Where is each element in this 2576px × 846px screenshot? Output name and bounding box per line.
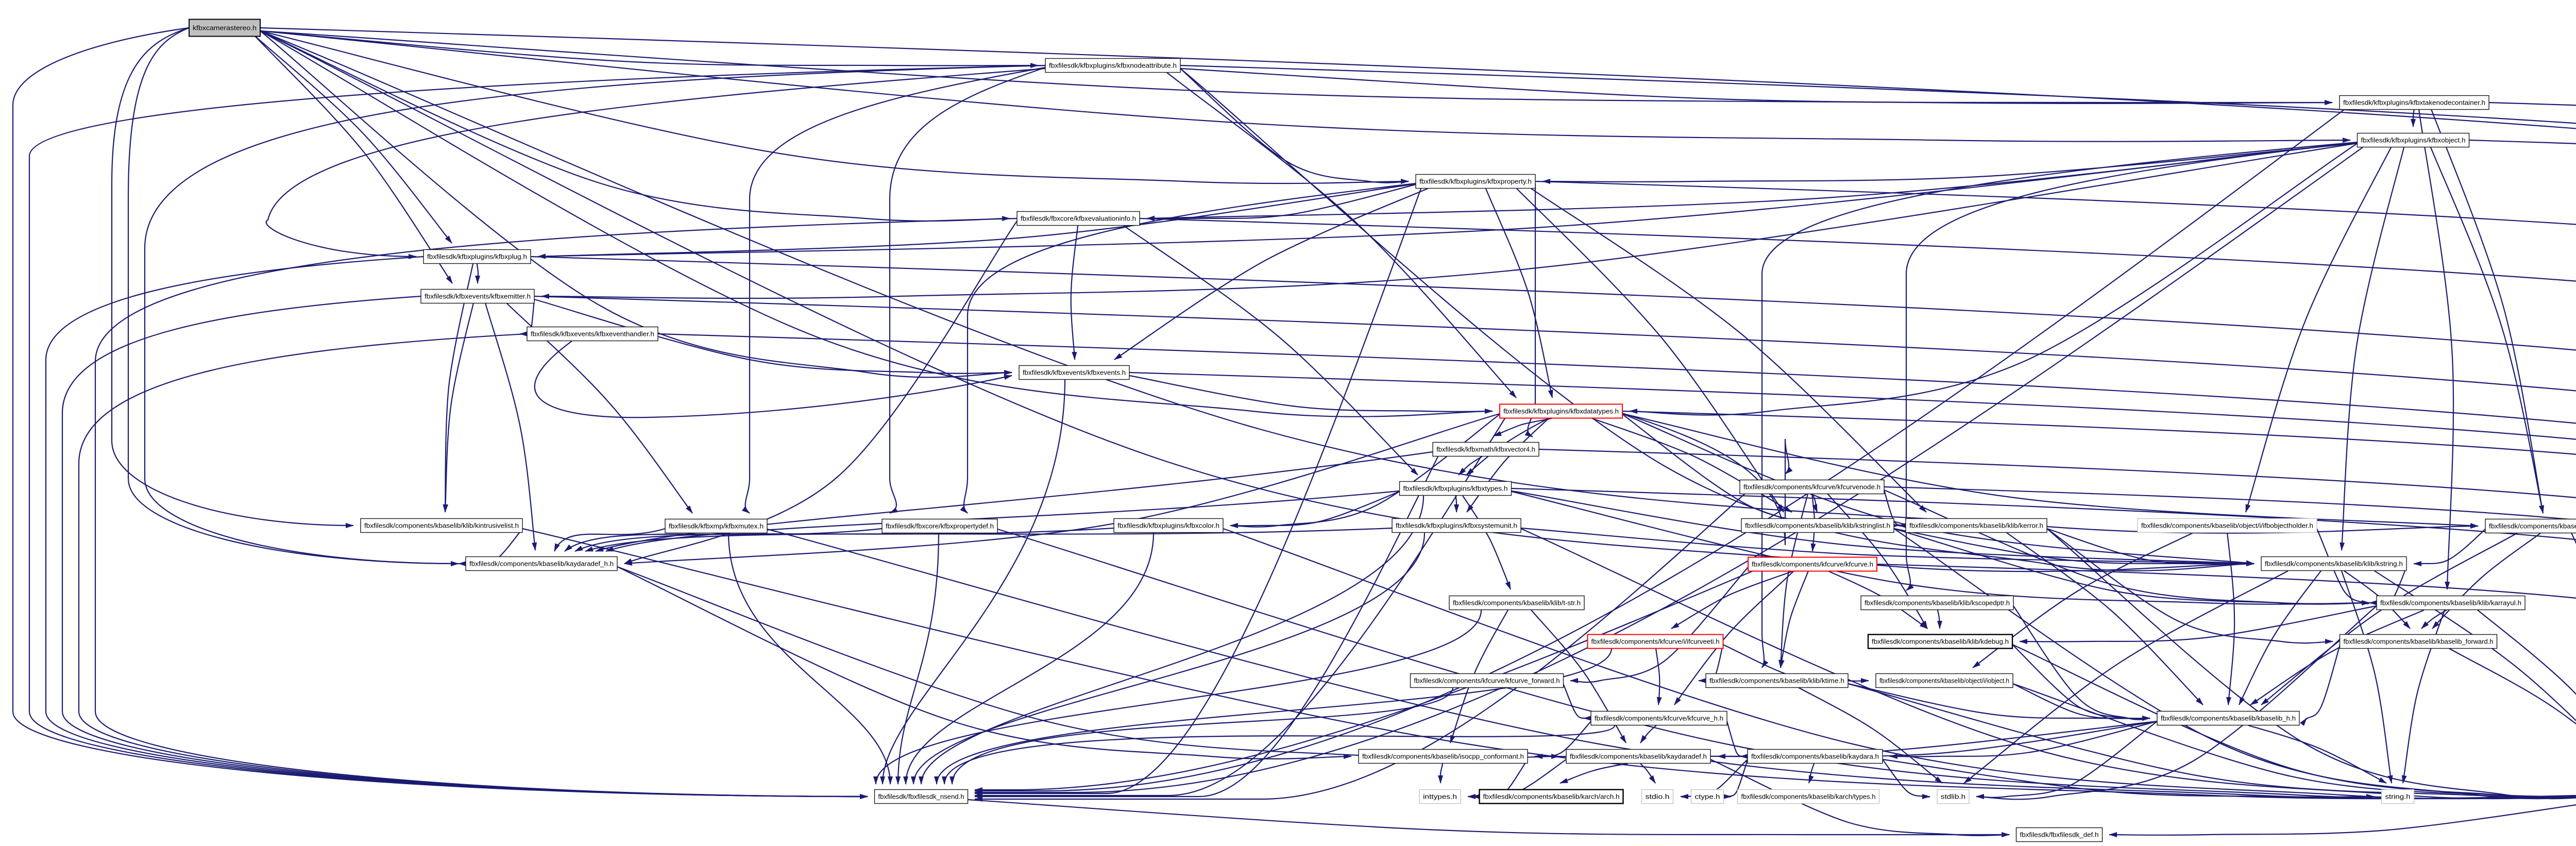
svg-text:fbxfilesdk/kfbxplugins/kfbxcol: fbxfilesdk/kfbxplugins/kfbxcolor.h (1117, 522, 1219, 530)
svg-text:stdlib.h: stdlib.h (1941, 793, 1965, 801)
svg-text:fbxfilesdk/kfbxplugins/kfbxdat: fbxfilesdk/kfbxplugins/kfbxdatatypes.h (1503, 408, 1619, 415)
svg-text:fbxfilesdk/components/kbaselib: fbxfilesdk/components/kbaselib/kaydara.h (1751, 753, 1879, 760)
svg-text:fbxfilesdk/kfbxplugins/kfbxpro: fbxfilesdk/kfbxplugins/kfbxproperty.h (1419, 178, 1532, 185)
svg-text:fbxfilesdk/kfbxplugins/kfbxobj: fbxfilesdk/kfbxplugins/kfbxobject.h (2361, 137, 2466, 144)
svg-text:fbxfilesdk/kfbxplugins/kfbxtyp: fbxfilesdk/kfbxplugins/kfbxtypes.h (1403, 485, 1508, 493)
svg-text:fbxfilesdk/kfbxevents/kfbxeven: fbxfilesdk/kfbxevents/kfbxevents.h (1023, 369, 1126, 377)
svg-text:fbxfilesdk/components/kbaselib: fbxfilesdk/components/kbaselib/klib/kstr… (1745, 522, 1890, 530)
svg-text:fbxfilesdk/components/kbaselib: fbxfilesdk/components/kbaselib/object/i/… (1879, 678, 2009, 685)
svg-text:fbxfilesdk/components/kbaselib: fbxfilesdk/components/kbaselib/kbaselib_… (2161, 715, 2296, 722)
svg-text:fbxfilesdk/components/kfcurve/: fbxfilesdk/components/kfcurve/kfcurve_h.… (1595, 715, 1723, 722)
svg-text:fbxfilesdk/fbxfilesdk_def.h: fbxfilesdk/fbxfilesdk_def.h (2020, 832, 2099, 839)
svg-text:fbxfilesdk/components/kbaselib: fbxfilesdk/components/kbaselib/klib/t-st… (1453, 600, 1581, 607)
svg-text:stdio.h: stdio.h (1646, 793, 1670, 801)
svg-text:fbxfilesdk/components/kbaselib: fbxfilesdk/components/kbaselib/klib/kint… (364, 522, 519, 530)
svg-text:fbxfilesdk/components/kbaselib: fbxfilesdk/components/kbaselib/kbaselib_… (2344, 638, 2494, 646)
svg-text:fbxfilesdk/kfbxplugins/kfbxnod: fbxfilesdk/kfbxplugins/kfbxnodeattribute… (1049, 62, 1177, 70)
svg-text:fbxfilesdk/components/kbaselib: fbxfilesdk/components/kbaselib/klib/kstr… (2265, 561, 2403, 568)
svg-text:fbxfilesdk/components/kbaselib: fbxfilesdk/components/kbaselib/karch/arc… (1483, 793, 1620, 801)
svg-text:fbxfilesdk/kfbxevents/kfbxemit: fbxfilesdk/kfbxevents/kfbxemitter.h (425, 293, 531, 300)
svg-text:fbxfilesdk/kfbxmath/kfbxvector: fbxfilesdk/kfbxmath/kfbxvector4.h (1436, 446, 1535, 453)
svg-text:ctype.h: ctype.h (1695, 793, 1720, 801)
svg-text:fbxfilesdk/kfbxplugins/kfbxplu: fbxfilesdk/kfbxplugins/kfbxplug.h (427, 253, 527, 261)
svg-text:fbxfilesdk/components/kbaselib: fbxfilesdk/components/kbaselib/kaydarade… (1570, 753, 1707, 760)
svg-text:string.h: string.h (2385, 793, 2411, 801)
svg-text:fbxfilesdk/kfbxplugins/kfbxsys: fbxfilesdk/kfbxplugins/kfbxsystemunit.h (1396, 522, 1517, 530)
svg-text:fbxfilesdk/fbxfilesdk_nsend.h: fbxfilesdk/fbxfilesdk_nsend.h (878, 793, 964, 801)
svg-text:fbxfilesdk/fbxcore/kfbxpropert: fbxfilesdk/fbxcore/kfbxpropertydef.h (886, 523, 994, 530)
svg-text:kfbxcamerastereo.h: kfbxcamerastereo.h (193, 25, 257, 32)
svg-text:fbxfilesdk/components/kfcurve/: fbxfilesdk/components/kfcurve/kfcurve.h (1752, 561, 1873, 568)
svg-text:inttypes.h: inttypes.h (1423, 793, 1457, 801)
svg-text:fbxfilesdk/components/kbaselib: fbxfilesdk/components/kbaselib/karch/typ… (1741, 793, 1876, 801)
svg-text:fbxfilesdk/components/kbaselib: fbxfilesdk/components/kbaselib/klib/karr… (2380, 600, 2521, 607)
svg-text:fbxfilesdk/components/kfcurve/: fbxfilesdk/components/kfcurve/i/ifcurvee… (1591, 638, 1720, 646)
svg-text:fbxfilesdk/kfbxmp/kfbxmutex.h: fbxfilesdk/kfbxmp/kfbxmutex.h (669, 523, 764, 530)
svg-text:fbxfilesdk/kfbxplugins/kfbxtak: fbxfilesdk/kfbxplugins/kfbxtakenodeconta… (2343, 99, 2485, 107)
svg-text:fbxfilesdk/components/kbaselib: fbxfilesdk/components/kbaselib/klib/ktim… (1709, 678, 1844, 685)
svg-text:fbxfilesdk/components/kbaselib: fbxfilesdk/components/kbaselib/klib/kdeb… (1872, 638, 2009, 646)
svg-text:fbxfilesdk/components/kbaselib: fbxfilesdk/components/kbaselib/object/i/… (2141, 522, 2313, 530)
svg-text:fbxfilesdk/fbxcore/kfbxevaluat: fbxfilesdk/fbxcore/kfbxevaluationinfo.h (1021, 215, 1136, 223)
svg-text:fbxfilesdk/kfbxevents/kfbxeven: fbxfilesdk/kfbxevents/kfbxeventhandler.h (531, 331, 654, 338)
svg-text:fbxfilesdk/components/kbaselib: fbxfilesdk/components/kbaselib/klib/ksco… (1865, 600, 2010, 607)
svg-text:fbxfilesdk/components/kfcurve/: fbxfilesdk/components/kfcurve/kfcurvenod… (1743, 484, 1880, 491)
svg-text:fbxfilesdk/components/kbaselib: fbxfilesdk/components/kbaselib/klib/kerr… (1909, 522, 2043, 530)
svg-text:fbxfilesdk/components/kfcurve/: fbxfilesdk/components/kfcurve/kfcurve_fo… (1414, 678, 1560, 685)
svg-text:fbxfilesdk/components/kbaselib: fbxfilesdk/components/kbaselib/klib/knam… (2489, 523, 2576, 530)
svg-text:fbxfilesdk/components/kbaselib: fbxfilesdk/components/kbaselib/isocpp_co… (1362, 753, 1524, 760)
svg-text:fbxfilesdk/components/kbaselib: fbxfilesdk/components/kbaselib/kaydarade… (469, 561, 614, 568)
